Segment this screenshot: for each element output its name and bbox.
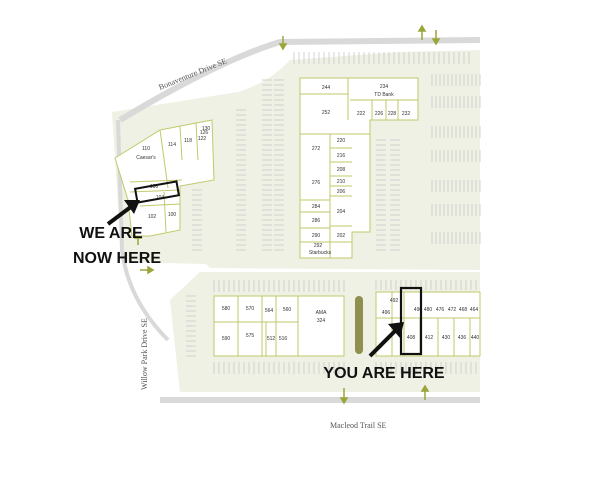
you-are-here-arrow (368, 322, 404, 358)
unit-222: 222 (357, 111, 366, 117)
unit-216: 216 (337, 153, 346, 159)
unit-580: 580 (222, 306, 231, 312)
unit-ama-label: AMA (316, 310, 328, 316)
unit-td-bank-label: TD Bank (374, 92, 394, 98)
unit-516: 516 (279, 336, 288, 342)
street-label-willow-park: Willow Park Drive SE (140, 318, 149, 390)
unit-102: 102 (148, 214, 157, 220)
unit-234: 234 (380, 84, 389, 90)
parking-stalls (186, 52, 481, 374)
unit-228: 228 (388, 111, 397, 117)
unit-110: 110 (142, 146, 150, 152)
building-west (114, 119, 215, 237)
unit-496: 496 (382, 310, 391, 316)
unit-468: 468 (459, 307, 468, 313)
we-are-here-label-line2: NOW HERE (73, 250, 161, 267)
unit-324: 324 (317, 318, 326, 324)
we-are-here-marker (133, 180, 181, 204)
unit-412: 412 (425, 335, 434, 341)
unit-126: 126 (200, 130, 209, 136)
landscaped-median (355, 296, 363, 354)
unit-244: 244 (322, 85, 331, 91)
unit-118: 118 (184, 138, 192, 144)
unit-436: 436 (458, 335, 467, 341)
we-are-here-arrow (106, 200, 140, 226)
unit-575: 575 (246, 333, 255, 339)
unit-440: 440 (471, 335, 480, 341)
unit-100: 100 (168, 212, 177, 218)
unit-430: 430 (442, 335, 451, 341)
unit-408: 408 (407, 335, 416, 341)
unit-472: 472 (448, 307, 457, 313)
unit-272: 272 (312, 146, 321, 152)
unit-122: 122 (198, 136, 207, 142)
unit-476: 476 (436, 307, 445, 313)
unit-480: 480 (424, 307, 433, 313)
unit-232: 232 (402, 111, 411, 117)
building-north (299, 77, 419, 259)
unit-564: 564 (265, 308, 274, 314)
unit-130: 130 (202, 126, 211, 132)
road-north (118, 37, 481, 123)
unit-210: 210 (337, 179, 346, 185)
road-west (116, 119, 170, 342)
unit-204: 204 (337, 209, 346, 215)
you-are-here-marker (399, 286, 423, 356)
unit-590: 590 (222, 336, 231, 342)
unit-220: 220 (337, 138, 346, 144)
unit-292: 292 (314, 243, 323, 249)
you-are-here-label: YOU ARE HERE (323, 365, 445, 382)
unit-512: 512 (267, 336, 276, 342)
unit-284: 284 (312, 204, 321, 210)
unit-490: 490 (414, 307, 423, 313)
unit-290: 290 (312, 233, 321, 239)
unit-starbucks-label: Starbucks (309, 250, 332, 256)
unit-202: 202 (337, 233, 346, 239)
street-label-bonaventure: Bonaventure Drive SE (157, 56, 228, 92)
unit-208: 208 (337, 167, 346, 173)
unit-206: 206 (337, 189, 346, 195)
unit-286: 286 (312, 218, 321, 224)
we-are-here-label-line1: WE ARE (79, 225, 143, 242)
building-south-east (375, 291, 481, 357)
unit-252: 252 (322, 110, 331, 116)
unit-106: 106 (150, 184, 159, 190)
street-label-macleod: Macleod Trail SE (330, 421, 387, 430)
unit-caesars-label: Caesar's (136, 155, 156, 161)
unit-560: 560 (283, 307, 292, 313)
unit-492: 492 (390, 298, 399, 304)
unit-464: 464 (470, 307, 479, 313)
building-south-west (213, 295, 345, 357)
unit-276: 276 (312, 180, 321, 186)
unit-570: 570 (246, 306, 255, 312)
unit-114: 114 (168, 142, 176, 148)
unit-226: 226 (375, 111, 384, 117)
